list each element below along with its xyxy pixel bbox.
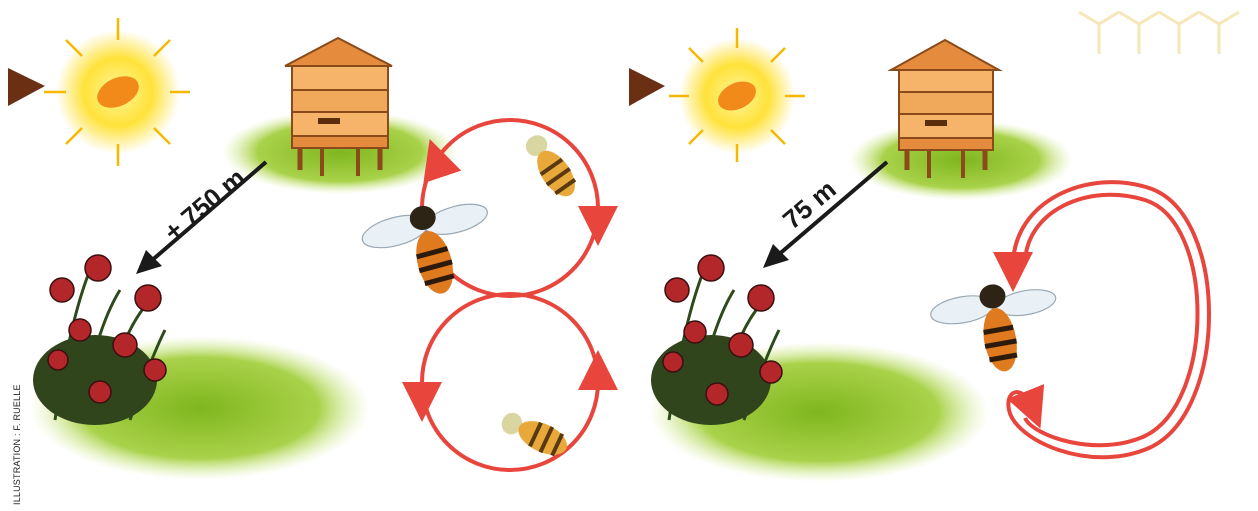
sun-icon	[669, 28, 805, 162]
waggle-dance-panel: + 750 m ILLUSTRATION : F. RUELLE	[0, 0, 629, 511]
sun-icon	[44, 18, 190, 166]
waggle-dance-scene	[0, 0, 629, 511]
play-marker-icon	[629, 68, 665, 106]
round-dance-path	[1008, 182, 1209, 457]
flowers-icon	[651, 255, 782, 425]
illustration-credit: ILLUSTRATION : F. RUELLE	[12, 384, 22, 505]
bee-icon	[519, 129, 582, 202]
round-dance-scene	[629, 0, 1258, 511]
round-dance-panel: 75 m	[629, 0, 1258, 511]
play-marker-icon	[8, 68, 45, 106]
bee-icon	[497, 407, 572, 462]
honeycomb-decoration	[1079, 12, 1239, 54]
bee-icon	[927, 274, 1066, 383]
